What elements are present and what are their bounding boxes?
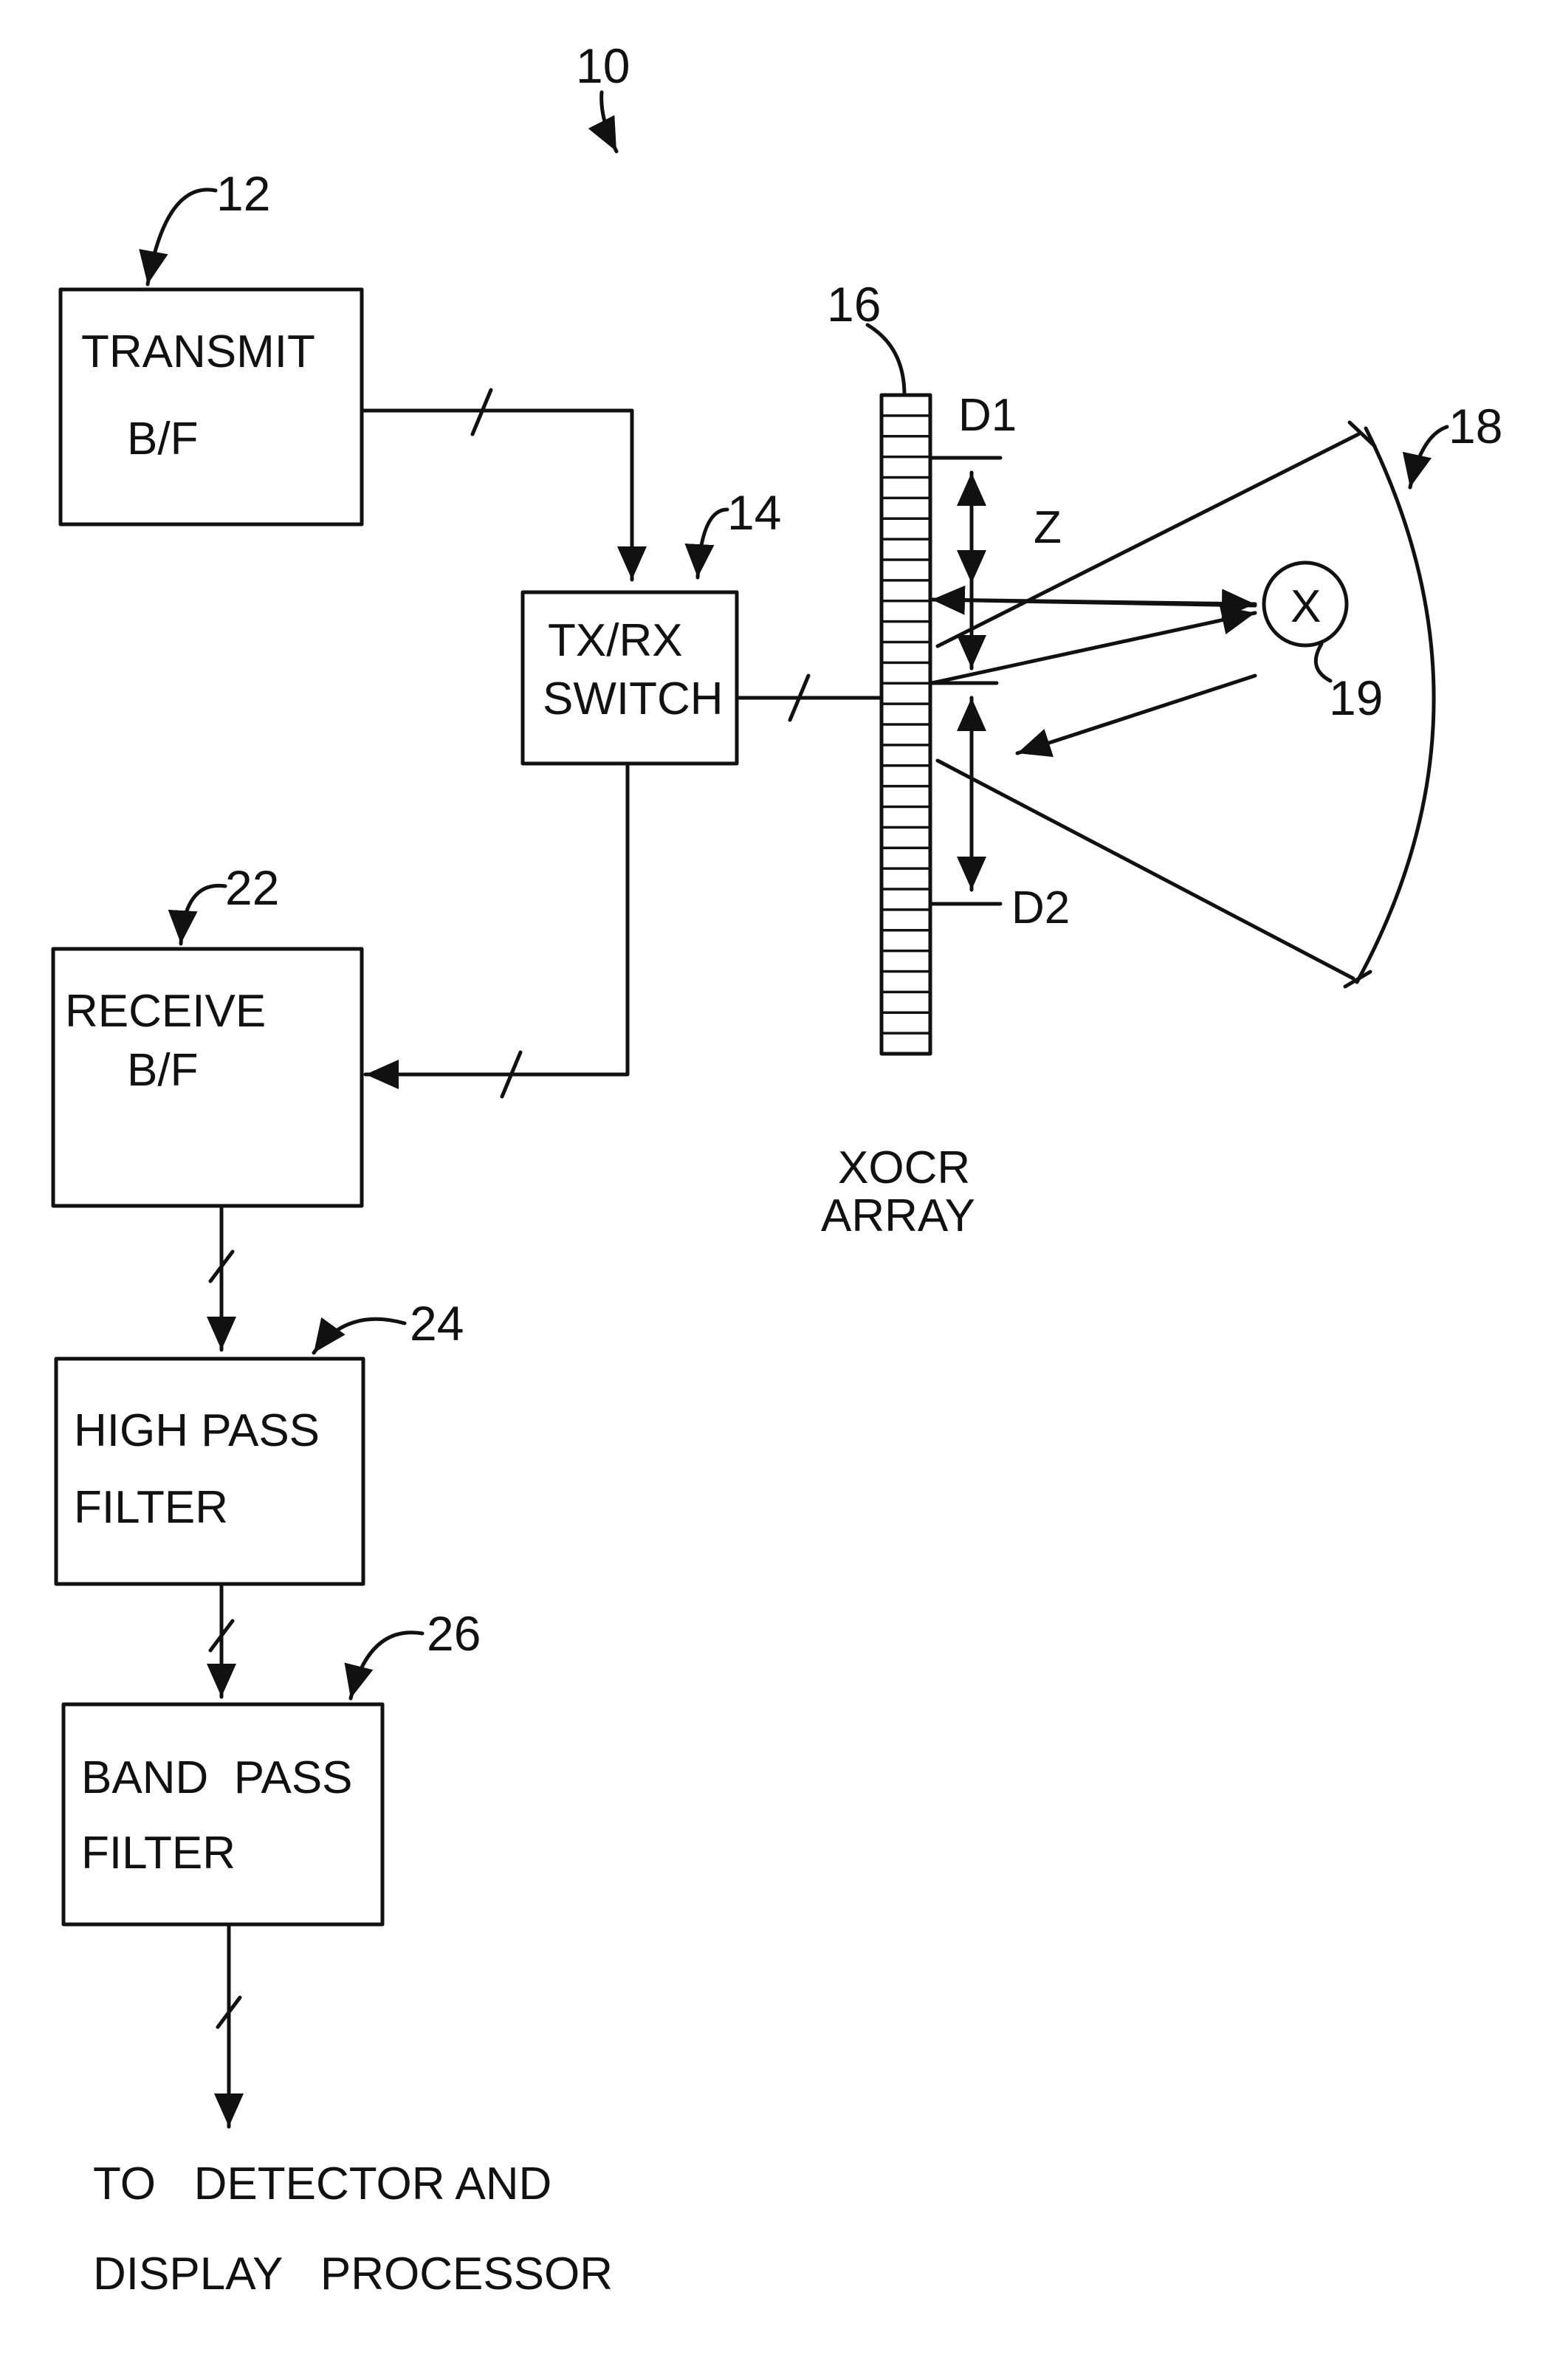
target-symbol: X <box>1291 581 1321 632</box>
output-line1: TO DETECTOR AND <box>93 2158 551 2209</box>
receive-ref-label: 22 <box>225 860 279 915</box>
figure-ref-10: 10 <box>576 38 630 151</box>
receive-ref-leader <box>181 885 225 944</box>
figure-ref-leader <box>602 92 616 151</box>
switch-ref-label: 14 <box>727 485 781 540</box>
transmit-to-switch-bus <box>362 390 632 580</box>
receive-bf-line1: RECEIVE <box>65 986 266 1037</box>
high-pass-filter-block: HIGH PASS FILTER 24 <box>56 1296 464 1584</box>
array-label-line1: XOCR <box>838 1142 970 1193</box>
receive-bus-line <box>365 764 628 1074</box>
bandpass-ref-label: 26 <box>427 1606 481 1661</box>
bandpass-ref-leader <box>351 1633 422 1698</box>
high-pass-filter-line2: FILTER <box>74 1482 228 1533</box>
sector-arc-cap-bottom <box>1345 972 1370 987</box>
array-ref-label: 16 <box>827 277 881 332</box>
switch-to-receive-bus <box>365 764 628 1097</box>
transmit-bf-line2: B/F <box>127 414 198 464</box>
switch-ref-leader <box>698 510 727 577</box>
sector-arc-cap-top <box>1350 422 1375 446</box>
transmit-ref-label: 12 <box>216 166 270 221</box>
receive-bf-line2: B/F <box>127 1045 198 1096</box>
transmit-bf-box <box>61 289 362 524</box>
focus-line-to-target <box>932 600 1255 604</box>
band-pass-filter-box <box>63 1704 382 1924</box>
d2-label: D2 <box>1011 882 1070 933</box>
high-pass-filter-box <box>56 1359 363 1584</box>
tx-rx-switch-line2: SWITCH <box>543 673 724 724</box>
z-label: Z <box>1034 502 1062 553</box>
sector-ref-label: 18 <box>1449 399 1502 453</box>
target-ref-label: 19 <box>1329 671 1383 725</box>
highpass-ref-leader <box>314 1319 405 1353</box>
highpass-ref-label: 24 <box>410 1296 464 1351</box>
sector-ref-leader <box>1410 427 1447 487</box>
target-point: X 19 <box>932 563 1383 753</box>
tx-rx-switch-block: TX/RX SWITCH 14 <box>523 485 781 764</box>
switch-to-array-bus <box>737 676 882 720</box>
transducer-array: 16 XOCR ARRAY <box>821 277 975 1241</box>
sector-lower-edge <box>938 761 1353 978</box>
band-pass-filter-line2: FILTER <box>81 1828 236 1879</box>
figure-ref-label: 10 <box>576 38 630 93</box>
highpass-to-bandpass-bus <box>210 1584 233 1697</box>
band-pass-filter-line1: BAND PASS <box>81 1752 353 1803</box>
echo-return-arrow <box>1017 676 1255 753</box>
transmit-ref-leader <box>148 190 216 284</box>
array-element-lines <box>882 416 930 1033</box>
array-ref-leader <box>867 325 904 395</box>
d1-label: D1 <box>958 390 1017 441</box>
high-pass-filter-line1: HIGH PASS <box>74 1405 320 1456</box>
depth-markers: D1 D2 Z <box>930 390 1070 933</box>
output-line2: DISPLAY PROCESSOR <box>93 2249 613 2300</box>
transmit-bf-line1: TRANSMIT <box>81 326 315 377</box>
output-label: TO DETECTOR AND DISPLAY PROCESSOR <box>93 2158 613 2300</box>
transmit-bf-block: TRANSMIT B/F 12 <box>61 166 362 524</box>
transmit-bus-line <box>362 411 632 580</box>
bandpass-to-output-bus <box>218 1924 240 2127</box>
array-label-line2: ARRAY <box>821 1190 975 1241</box>
tx-rx-switch-line1: TX/RX <box>548 615 683 666</box>
receive-to-highpass-bus <box>210 1206 233 1350</box>
receive-bf-block: RECEIVE B/F 22 <box>53 860 362 1206</box>
band-pass-filter-block: BAND PASS FILTER 26 <box>63 1606 481 1924</box>
